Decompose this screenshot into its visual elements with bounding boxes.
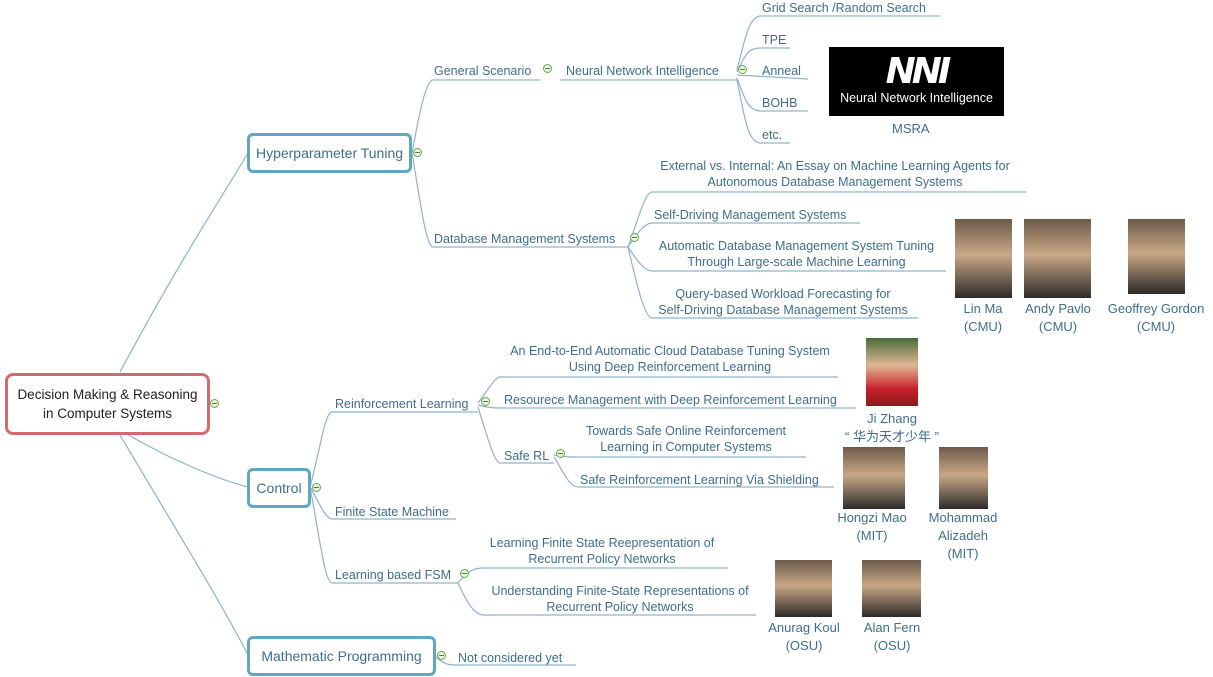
photo-andy-pavlo <box>1024 219 1091 298</box>
safe-rl-paper[interactable]: Safe Reinforcement Learning Via Shieldin… <box>580 473 819 487</box>
collapse-icon[interactable] <box>210 399 219 408</box>
control-label: Control <box>256 480 302 496</box>
paper-line: Through Large-scale Machine Learning <box>687 255 906 269</box>
person-org: (CMU) <box>1038 319 1078 334</box>
collapse-icon[interactable] <box>738 65 747 74</box>
lfsm-paper[interactable]: Learning Finite State Reepresentation of… <box>482 535 722 567</box>
nni-logo-caption: MSRA <box>892 121 930 136</box>
person-geoffrey-gordon: Geoffrey Gordon (CMU) <box>1102 300 1210 336</box>
person-hongzi-mao: Hongzi Mao (MIT) <box>828 509 916 545</box>
nni-node[interactable]: Neural Network Intelligence <box>566 64 719 78</box>
paper-line: An End-to-End Automatic Cloud Database T… <box>510 344 830 358</box>
paper-line: Understanding Finite-State Representatio… <box>491 584 749 598</box>
person-org: (OSU) <box>785 638 823 653</box>
person-name: Alan Fern <box>863 620 921 635</box>
person-anurag-koul: Anurag Koul (OSU) <box>760 619 848 655</box>
paper-line: Automatic Database Management System Tun… <box>658 239 935 253</box>
nni-item[interactable]: Anneal <box>762 64 801 78</box>
mathematic-programming-label: Mathematic Programming <box>261 648 422 664</box>
hyperparameter-tuning-node[interactable]: Hyperparameter Tuning <box>247 133 412 173</box>
person-name: Hongzi Mao <box>837 510 907 525</box>
learning-fsm-node[interactable]: Learning based FSM <box>335 568 452 582</box>
person-name: Lin Ma <box>963 301 1003 316</box>
person-org: (CMU) <box>963 319 1003 334</box>
mathematic-programming-node[interactable]: Mathematic Programming <box>247 636 436 676</box>
rl-node[interactable]: Reinforcement Learning <box>335 397 469 411</box>
dbms-paper[interactable]: Automatic Database Management System Tun… <box>650 238 943 270</box>
collapse-icon[interactable] <box>437 651 446 660</box>
root-line-2: in Computer Systems <box>42 406 173 421</box>
paper-line: Learning in Computer Systems <box>600 440 772 454</box>
person-name-2: Alizadeh <box>938 528 988 543</box>
rl-paper[interactable]: An End-to-End Automatic Cloud Database T… <box>500 343 840 375</box>
paper-line: Towards Safe Online Reinforcement <box>585 424 787 438</box>
person-name: Mohammad <box>928 510 998 525</box>
nni-item[interactable]: etc. <box>762 128 783 142</box>
dbms-node[interactable]: Database Management Systems <box>434 232 616 246</box>
collapse-icon[interactable] <box>413 148 422 157</box>
person-org: (OSU) <box>873 638 911 653</box>
dbms-paper[interactable]: Query-based Workload Forecasting for Sel… <box>650 286 916 318</box>
control-node[interactable]: Control <box>247 468 311 508</box>
nni-item[interactable]: TPE <box>762 33 787 47</box>
nni-logo-text: Neural Network Intelligence <box>840 91 993 105</box>
collapse-icon[interactable] <box>556 449 565 458</box>
person-org: (CMU) <box>1136 319 1176 334</box>
paper-line: Using Deep Reinforcement Learning <box>568 360 772 374</box>
general-scenario-node[interactable]: General Scenario <box>434 64 532 78</box>
person-name: Ji Zhang <box>867 411 917 426</box>
photo-anurag-koul <box>775 560 832 617</box>
paper-line: Learning Finite State Reepresentation of <box>489 536 715 550</box>
paper-line: Query-based Workload Forecasting for <box>675 287 891 301</box>
rl-paper[interactable]: Resourece Management with Deep Reinforce… <box>504 393 837 407</box>
photo-geoffrey-gordon <box>1128 219 1185 294</box>
person-mohammad-alizadeh: Mohammad Alizadeh (MIT) <box>920 509 1006 563</box>
collapse-icon[interactable] <box>312 483 321 492</box>
paper-line: Recurrent Policy Networks <box>528 552 676 566</box>
nni-item[interactable]: Grid Search /Random Search <box>762 1 926 15</box>
person-org: (MIT) <box>947 546 979 561</box>
not-considered-node[interactable]: Not considered yet <box>458 651 563 665</box>
root-node[interactable]: Decision Making & Reasoning in Computer … <box>5 373 210 435</box>
photo-lin-ma <box>955 219 1012 298</box>
paper-line: Autonomous Database Management Systems <box>707 175 963 189</box>
person-org: (MIT) <box>856 528 888 543</box>
paper-line: Recurrent Policy Networks <box>546 600 694 614</box>
photo-hongzi-mao <box>843 447 905 509</box>
hyperparameter-tuning-label: Hyperparameter Tuning <box>255 145 404 161</box>
collapse-icon[interactable] <box>543 64 552 73</box>
collapse-icon[interactable] <box>481 397 490 406</box>
nni-item[interactable]: BOHB <box>762 96 798 110</box>
nni-logo: NNI Neural Network Intelligence <box>829 47 1004 116</box>
collapse-icon[interactable] <box>460 569 469 578</box>
person-ji-zhang: Ji Zhang “ 华为天才少年 ” <box>830 410 954 446</box>
nni-logo-mark: NNI <box>885 51 952 92</box>
person-andy-pavlo: Andy Pavlo (CMU) <box>1018 300 1098 336</box>
photo-ji-zhang <box>866 338 918 406</box>
person-name: Geoffrey Gordon <box>1107 301 1205 316</box>
person-name: Anurag Koul <box>768 620 840 635</box>
dbms-paper[interactable]: Self-Driving Management Systems <box>654 208 847 222</box>
dbms-paper[interactable]: External vs. Internal: An Essay on Machi… <box>650 158 1020 190</box>
person-alan-fern: Alan Fern (OSU) <box>852 619 932 655</box>
person-note: “ 华为天才少年 ” <box>845 429 939 444</box>
lfsm-paper[interactable]: Understanding Finite-State Representatio… <box>482 583 758 615</box>
paper-line: External vs. Internal: An Essay on Machi… <box>660 159 1010 173</box>
fsm-node[interactable]: Finite State Machine <box>335 505 449 519</box>
photo-mohammad-alizadeh <box>939 447 988 509</box>
photo-alan-fern <box>862 560 921 617</box>
safe-rl-node[interactable]: Safe RL <box>504 449 550 463</box>
safe-rl-paper[interactable]: Towards Safe Online Reinforcement Learni… <box>576 423 796 455</box>
root-line-1: Decision Making & Reasoning <box>17 387 198 402</box>
person-lin-ma: Lin Ma (CMU) <box>945 300 1021 336</box>
person-name: Andy Pavlo <box>1025 301 1091 316</box>
paper-line: Self-Driving Database Management Systems <box>658 303 908 317</box>
collapse-icon[interactable] <box>630 233 639 242</box>
